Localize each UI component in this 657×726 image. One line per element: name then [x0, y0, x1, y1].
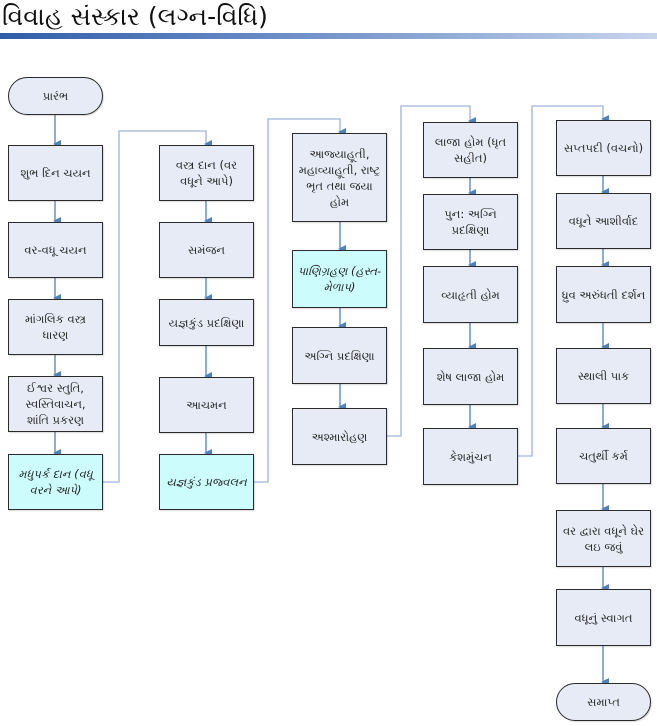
page-title: વિવાહ સંસ્કાર (લગ્ન-વિધિ) — [2, 2, 268, 31]
flow-node: સ્થાલી પાક — [556, 348, 651, 404]
node-label: પુન: અગ્નિ પ્રદક્ષિણા — [444, 207, 497, 237]
title-underline-bar — [0, 33, 657, 39]
elbow-connector-col4-to-col5 — [518, 105, 609, 457]
flow-node: અગ્નિ પ્રદક્ષિણા — [292, 327, 387, 384]
flow-node: સપ્તપદી (વચનો) — [556, 120, 651, 176]
node-label: કેશમુંચન — [449, 449, 492, 464]
flow-node: વર-વધૂ ચયન — [8, 222, 103, 278]
flow-node: વર દ્વારા વધૂને ઘેર લઇ જવું — [556, 510, 651, 567]
flow-node: કેશમુંચન — [423, 428, 518, 485]
flow-node: આચમન — [159, 377, 254, 433]
node-label: અશ્મારોહણ — [311, 429, 368, 444]
node-label: વધૂનું સ્વાગત — [574, 610, 633, 625]
flow-node: શુભ દિન ચયન — [8, 145, 103, 201]
flow-node: ધ્રુવ અરુંધતી દર્શન — [556, 266, 651, 323]
node-label: લાજા હોમ (ધૃત સહીત) — [434, 135, 507, 165]
node-label: સમાપ્ત — [587, 695, 620, 709]
node-label: સપ્તપદી (વચનો) — [563, 141, 644, 155]
elbow-connector-col2-to-col3 — [254, 118, 346, 483]
node-label: સમંજન — [188, 243, 225, 257]
node-label: પ્રારંભ — [42, 89, 69, 103]
flow-node: પુન: અગ્નિ પ્રદક્ષિણા — [423, 194, 518, 250]
flow-node: આજ્યાહૂતી, મહાવ્યાહૂતી, રાષ્ટ્ર ભૃત તથા … — [292, 133, 387, 222]
node-label: સ્થાલી પાક — [577, 369, 630, 383]
flow-node: અશ્મારોહણ — [292, 408, 387, 465]
flow-node: ચતુર્થી કર્મ — [556, 428, 651, 484]
node-label: યજ્ઞકુંડ પ્રજ્વલન — [166, 475, 247, 489]
node-label: પાણિગ્રહણ (હસ્ત-મેળાપ) — [297, 264, 382, 294]
flow-node-highlight: પાણિગ્રહણ (હસ્ત-મેળાપ) — [292, 250, 387, 308]
elbow-connector-col3-to-col4 — [387, 105, 476, 437]
node-label: વસ્ત્ર દાન (વર વધૂને આપે) — [175, 158, 238, 188]
flow-node: લાજા હોમ (ધૃત સહીત) — [423, 122, 518, 178]
node-label: શેષ લાજા હોમ — [436, 369, 505, 384]
node-label: વ્યાહૃતી હોમ — [441, 287, 500, 302]
node-label: ચતુર્થી કર્મ — [579, 449, 628, 463]
flow-node: વસ્ત્ર દાન (વર વધૂને આપે) — [159, 145, 254, 201]
flow-node: શેષ લાજા હોમ — [423, 348, 518, 405]
node-label: માંગલિક વસ્ત્ર ધારણ — [25, 312, 86, 342]
flow-node-highlight: યજ્ઞકુંડ પ્રજ્વલન — [159, 454, 254, 510]
node-label: વર-વધૂ ચયન — [24, 243, 87, 257]
flow-node-highlight: મધુપર્ક દાન (વધૂ વરને આપે) — [8, 454, 103, 510]
node-label: શુભ દિન ચયન — [20, 166, 91, 180]
node-label: આજ્યાહૂતી, મહાવ્યાહૂતી, રાષ્ટ્ર ભૃત તથા … — [298, 146, 381, 209]
node-label: મધુપર્ક દાન (વધૂ વરને આપે) — [18, 467, 93, 497]
node-label: અગ્નિ પ્રદક્ષિણા — [304, 348, 375, 363]
flow-node: સમંજન — [159, 222, 254, 278]
flow-node: વધૂને આશીર્વાદ — [556, 193, 651, 249]
node-label: ધ્રુવ અરુંધતી દર્શન — [561, 287, 646, 302]
flow-node-end: સમાપ્ત — [556, 683, 651, 721]
node-label: યજ્ઞકુંડ પ્રદક્ષિણા — [168, 315, 245, 330]
flow-node: વધૂનું સ્વાગત — [556, 589, 651, 646]
elbow-connector-col1-to-col2 — [103, 130, 212, 483]
flow-node-start: પ્રારંભ — [8, 77, 103, 115]
flow-node: માંગલિક વસ્ત્ર ધારણ — [8, 299, 103, 355]
node-label: ઈશ્વર સ્તુતિ, સ્વસ્તિવાચન, શાંતિ પ્રકરણ — [25, 381, 86, 427]
node-label: આચમન — [186, 398, 227, 412]
node-label: વધૂને આશીર્વાદ — [568, 214, 639, 228]
node-label: વર દ્વારા વધૂને ઘેર લઇ જવું — [562, 523, 645, 554]
flow-node: વ્યાહૃતી હોમ — [423, 266, 518, 323]
flow-node: યજ્ઞકુંડ પ્રદક્ષિણા — [159, 299, 254, 346]
flow-node: ઈશ્વર સ્તુતિ, સ્વસ્તિવાચન, શાંતિ પ્રકરણ — [8, 376, 103, 432]
